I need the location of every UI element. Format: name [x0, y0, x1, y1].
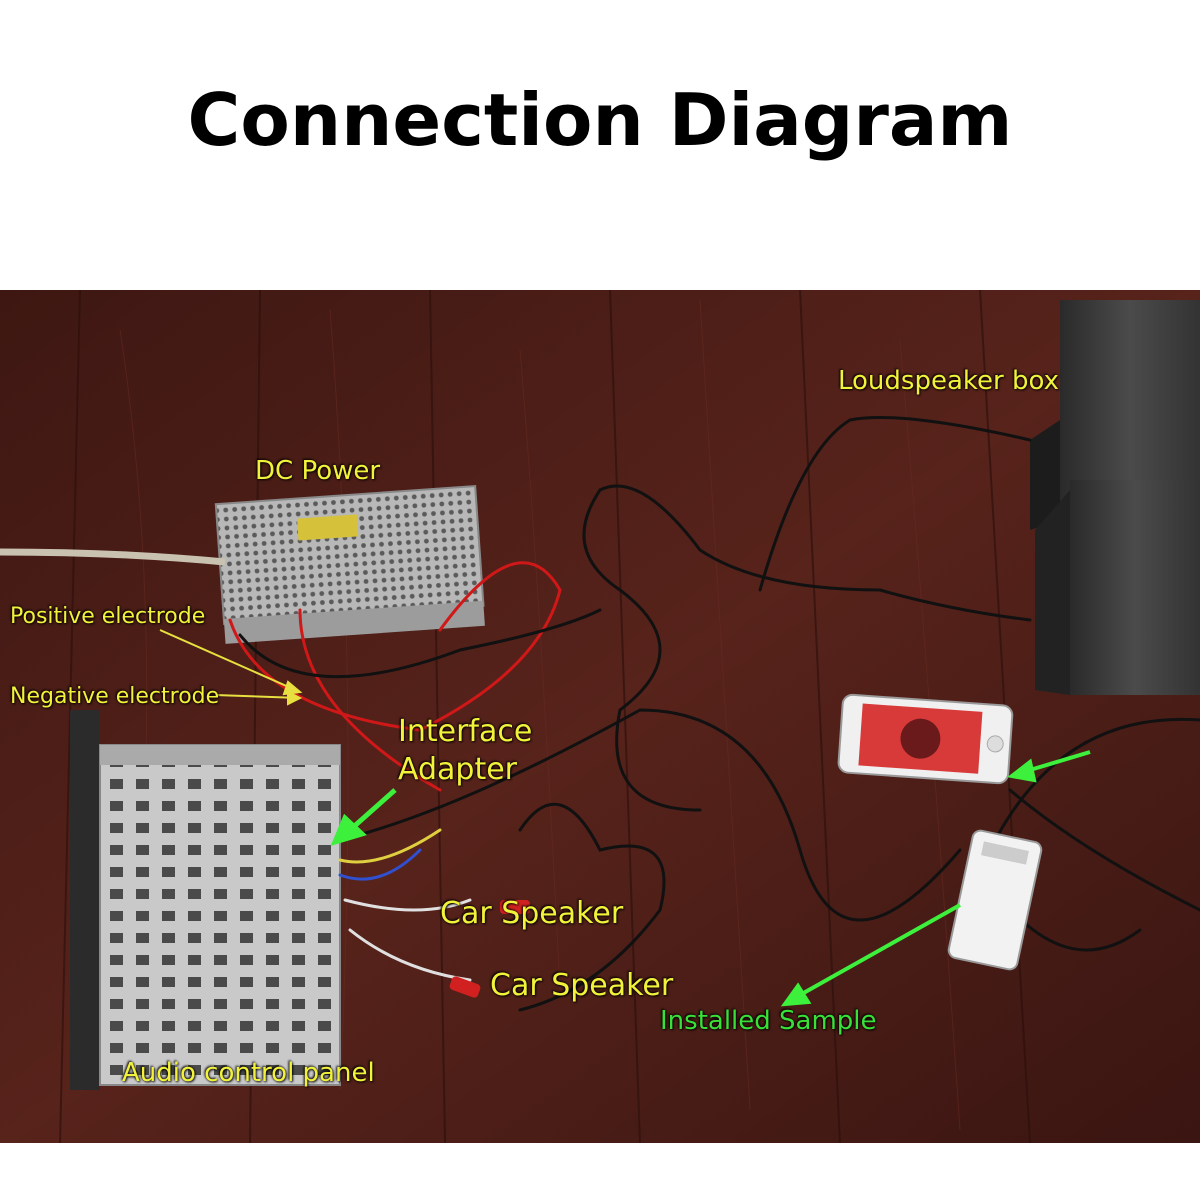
page-title: Connection Diagram: [187, 78, 1013, 162]
label-dc-power: DC Power: [255, 456, 381, 486]
label-car-speaker-1: Car Speaker: [440, 896, 624, 931]
phone: [837, 693, 1014, 785]
label-loudspeaker-box: Loudspeaker box: [838, 366, 1059, 396]
label-interface-adapter-line1: Interface: [398, 714, 533, 749]
speaker-plug-2: [449, 976, 481, 998]
head-unit: [70, 710, 341, 1090]
aux-adapter: [947, 829, 1043, 971]
label-car-speaker-2: Car Speaker: [490, 968, 674, 1003]
arrow-negative: [214, 690, 303, 706]
loudspeaker-box-top: [1030, 300, 1200, 530]
label-interface-adapter-line2: Adapter: [398, 752, 518, 787]
loudspeaker-box-bottom: [1035, 480, 1200, 695]
label-positive-electrode: Positive electrode: [10, 604, 206, 629]
arrow-phone: [1007, 750, 1091, 783]
arrow-interface-adapter: [330, 788, 397, 846]
dc-power-unit: [214, 485, 485, 644]
speaker-plug-1: [500, 900, 530, 914]
cables: [228, 416, 1200, 1012]
arrow-installed-sample: [780, 903, 961, 1007]
label-installed-sample: Installed Sample: [660, 1006, 877, 1036]
mains-cable: [0, 548, 226, 566]
label-negative-electrode: Negative electrode: [10, 684, 220, 709]
label-audio-control-panel: Audio control panel: [122, 1058, 375, 1088]
connection-photo: [0, 290, 1200, 1143]
